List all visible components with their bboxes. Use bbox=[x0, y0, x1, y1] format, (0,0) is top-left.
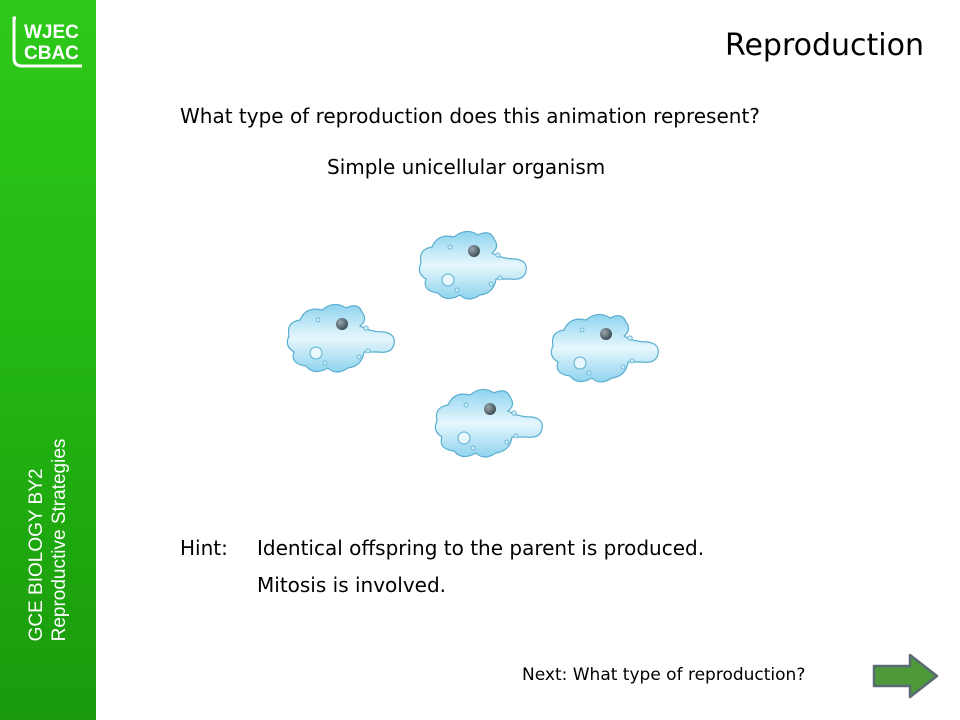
slide-title: Reproduction bbox=[724, 28, 924, 63]
amoeba-cell-bottom bbox=[434, 388, 543, 458]
amoeba-cell-right bbox=[550, 313, 659, 383]
wjec-cbac-logo: WJEC CBAC bbox=[12, 16, 82, 68]
logo-text-top: WJEC bbox=[24, 22, 79, 43]
next-label: Next: What type of reproduction? bbox=[522, 665, 806, 685]
sidebar-course-text: GCE BIOLOGY BY2 Reproductive Strategies bbox=[25, 439, 71, 642]
right-arrow-icon[interactable] bbox=[872, 652, 940, 700]
logo-text-bottom: CBAC bbox=[24, 43, 79, 64]
organism-subtitle: Simple unicellular organism bbox=[327, 155, 606, 179]
amoeba-cell-left bbox=[286, 303, 395, 373]
sidebar: WJEC CBAC GCE BIOLOGY BY2 Reproductive S… bbox=[0, 0, 96, 720]
amoeba-animation bbox=[286, 230, 659, 458]
amoeba-cell-top bbox=[418, 230, 527, 300]
question-text: What type of reproduction does this anim… bbox=[180, 104, 760, 128]
course-name: GCE BIOLOGY BY2 bbox=[26, 468, 47, 642]
topic-name: Reproductive Strategies bbox=[49, 438, 70, 642]
hint-line-2: Mitosis is involved. bbox=[257, 573, 447, 597]
hint-line-1: Identical offspring to the parent is pro… bbox=[257, 536, 705, 560]
hint-label: Hint: bbox=[180, 536, 228, 560]
